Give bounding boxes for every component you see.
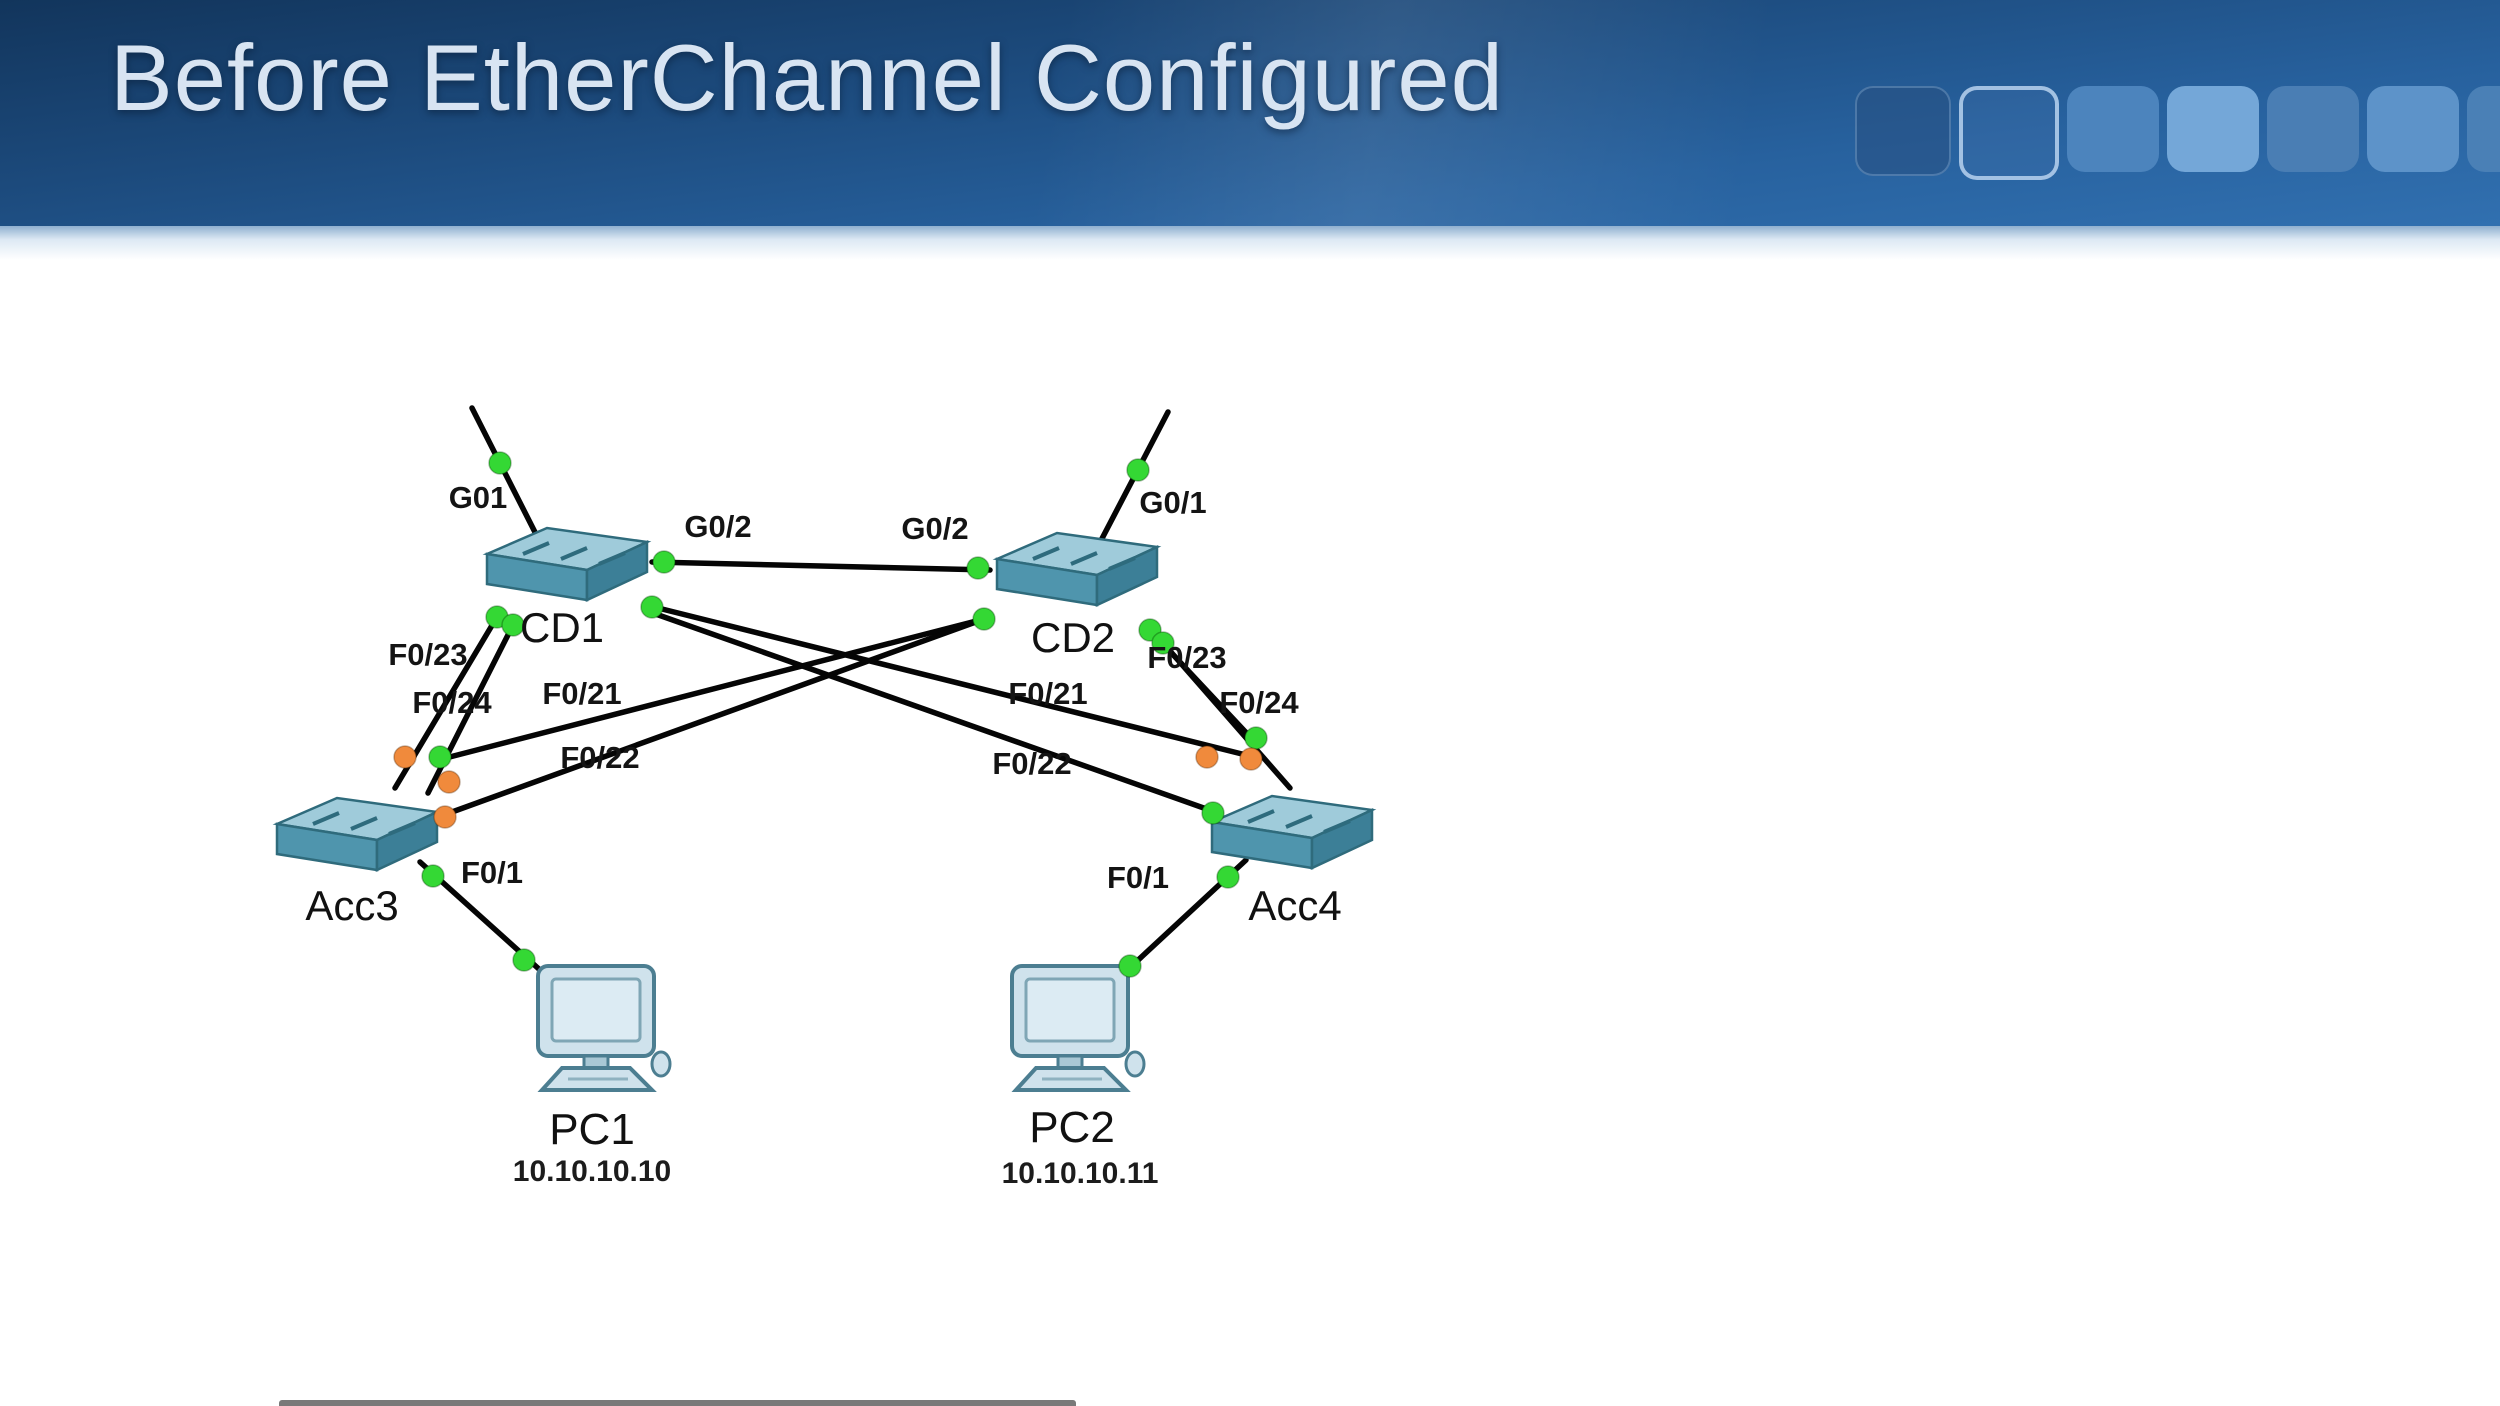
link-cd2-acc3-f022 — [449, 616, 987, 815]
switch-icon-acc4 — [1210, 794, 1374, 870]
header-decoration-square — [2367, 86, 2459, 172]
port-up-dot — [1126, 458, 1150, 482]
port-label-left-f021: F0/21 — [542, 676, 622, 711]
port-label-left-f024: F0/24 — [412, 685, 492, 720]
slide-title: Before EtherChannel Configured — [110, 25, 1504, 130]
switch-icon-cd1 — [485, 526, 649, 602]
port-label-right-f022: F0/22 — [992, 746, 1072, 781]
header-decoration-square — [2467, 86, 2500, 172]
slide-header: Before EtherChannel Configured — [0, 0, 2500, 226]
port-up-dot — [1244, 726, 1268, 750]
port-up-dot — [1151, 631, 1175, 655]
header-decoration-square — [2067, 86, 2159, 172]
switch-icon-cd2 — [995, 531, 1159, 607]
pc-icon-pc1 — [536, 964, 672, 1092]
port-label-cd1-g02: G0/2 — [684, 509, 752, 544]
next-slide-edge — [279, 1400, 1076, 1406]
header-decoration-square — [2167, 86, 2259, 172]
port-blocked-dot — [433, 805, 457, 829]
device-label-acc3: Acc3 — [305, 882, 399, 929]
header-decoration-square — [1855, 86, 1951, 176]
port-up-dot — [1216, 865, 1240, 889]
link-cd1-uplink — [469, 405, 546, 551]
ip-label-pc2: 10.10.10.11 — [1001, 1157, 1159, 1190]
port-blocked-dot — [1195, 745, 1219, 769]
port-up-dot — [1118, 954, 1142, 978]
port-up-dot — [972, 607, 996, 631]
device-label-pc1: PC1 — [549, 1105, 635, 1154]
device-label-cd1: CD1 — [519, 604, 605, 651]
port-label-left-f023: F0/23 — [388, 637, 468, 672]
port-label-acc3-f01: F0/1 — [460, 855, 524, 890]
link-cd2-uplink — [1092, 409, 1171, 555]
header-decoration-square — [1959, 86, 2059, 180]
link-cd2-acc4-f024 — [1160, 640, 1293, 791]
link-acc3-pc1 — [417, 859, 563, 991]
link-cd2-acc3-f021 — [435, 616, 987, 763]
port-up-dot — [488, 451, 512, 475]
link-cd1-acc4-f021 — [647, 603, 1253, 759]
link-cd1-acc4-f022 — [647, 609, 1218, 815]
port-label-left-f022: F0/22 — [560, 740, 640, 775]
device-label-acc4: Acc4 — [1248, 882, 1342, 929]
port-up-dot — [421, 864, 445, 888]
port-up-dot — [1201, 801, 1225, 825]
port-label-right-f023: F0/23 — [1147, 640, 1227, 675]
port-up-dot — [640, 595, 664, 619]
port-up-dot — [428, 745, 452, 769]
port-up-dot — [652, 550, 676, 574]
port-label-cd1-g01: G01 — [448, 480, 508, 515]
ip-label-pc1: 10.10.10.10 — [512, 1155, 672, 1188]
port-blocked-dot — [437, 770, 461, 794]
switch-icon-acc3 — [275, 796, 439, 872]
header-decoration — [1855, 86, 2500, 180]
port-up-dot — [501, 613, 525, 637]
device-label-pc2: PC2 — [1029, 1103, 1115, 1152]
link-cd1-cd2-g02 — [649, 559, 993, 573]
port-up-dot — [512, 948, 536, 972]
device-label-cd2: CD2 — [1030, 614, 1116, 661]
port-blocked-dot — [393, 745, 417, 769]
port-up-dot — [966, 556, 990, 580]
port-label-right-f021: F0/21 — [1008, 676, 1088, 711]
header-decoration-square — [2267, 86, 2359, 172]
port-blocked-dot — [1239, 747, 1263, 771]
port-label-cd2-g01: G0/1 — [1139, 485, 1207, 520]
port-label-acc4-f01: F0/1 — [1106, 860, 1170, 895]
pc-icon-pc2 — [1010, 964, 1146, 1092]
port-label-right-f024: F0/24 — [1219, 685, 1299, 720]
header-shine-band — [0, 226, 2500, 260]
port-label-cd2-g02: G0/2 — [901, 511, 969, 546]
